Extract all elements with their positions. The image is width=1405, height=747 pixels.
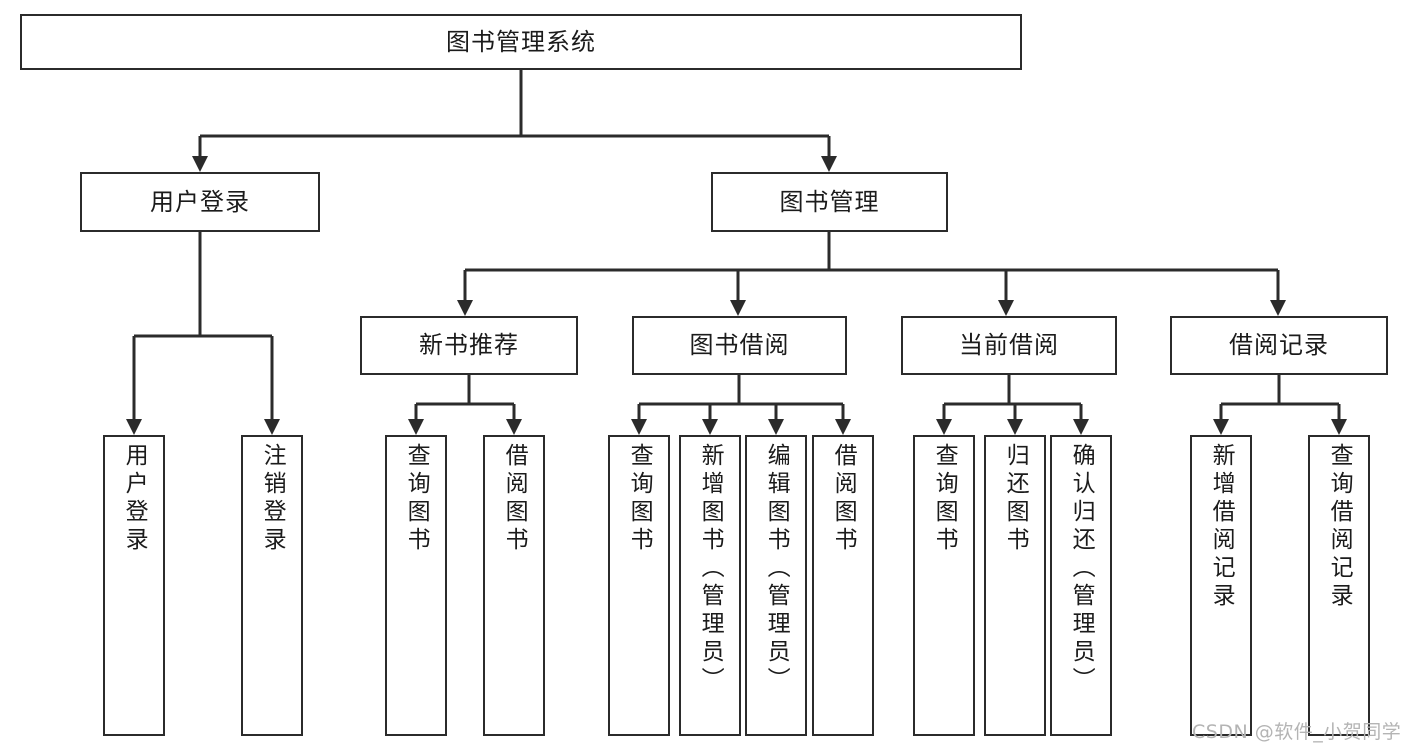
- conn-borrow-record-arrow-0-head: [1213, 419, 1229, 435]
- node-label-leaf-query-book-borrow: 查询图书: [626, 443, 653, 555]
- node-label-leaf-query-record: 查询借阅记录: [1326, 443, 1353, 611]
- node-root: 图书管理系统: [20, 14, 1022, 70]
- node-leaf-query-record: 查询借阅记录: [1308, 435, 1370, 736]
- node-label-leaf-query-book-cur: 查询图书: [931, 443, 958, 555]
- node-leaf-query-book-borrow: 查询图书: [608, 435, 670, 736]
- node-label-user-login: 用户登录: [150, 187, 250, 216]
- node-leaf-return-book: 归还图书: [984, 435, 1046, 736]
- conn-book-borrow-arrow-1-head: [702, 419, 718, 435]
- conn-current-borrow-arrow-2-head: [1073, 419, 1089, 435]
- node-leaf-add-book: 新增图书（管理员）: [679, 435, 741, 736]
- node-leaf-borrow-book-rec: 借阅图书: [483, 435, 545, 736]
- node-leaf-edit-book: 编辑图书（管理员）: [745, 435, 807, 736]
- node-leaf-query-book-rec: 查询图书: [385, 435, 447, 736]
- node-leaf-user-login: 用户登录: [103, 435, 165, 736]
- node-leaf-logout: 注销登录: [241, 435, 303, 736]
- node-label-root: 图书管理系统: [446, 27, 596, 56]
- node-label-leaf-query-book-rec: 查询图书: [403, 443, 430, 555]
- node-book-borrow: 图书借阅: [632, 316, 847, 375]
- node-label-current-borrow: 当前借阅: [959, 331, 1059, 360]
- node-borrow-record: 借阅记录: [1170, 316, 1388, 375]
- node-book-manage: 图书管理: [711, 172, 948, 232]
- conn-root-arrow-1-head: [821, 156, 837, 172]
- node-leaf-confirm-return: 确认归还（管理员）: [1050, 435, 1112, 736]
- conn-user-login-arrow-1-head: [264, 419, 280, 435]
- node-label-leaf-confirm-return: 确认归还（管理员）: [1068, 443, 1095, 695]
- node-leaf-borrow-book: 借阅图书: [812, 435, 874, 736]
- node-new-book-rec: 新书推荐: [360, 316, 578, 375]
- node-label-leaf-borrow-book: 借阅图书: [830, 443, 857, 555]
- conn-book-manage-arrow-0-head: [457, 300, 473, 316]
- conn-root-arrow-0-head: [192, 156, 208, 172]
- conn-book-manage-arrow-3-head: [1270, 300, 1286, 316]
- conn-new-book-rec-arrow-0-head: [408, 419, 424, 435]
- node-leaf-query-book-cur: 查询图书: [913, 435, 975, 736]
- node-user-login: 用户登录: [80, 172, 320, 232]
- node-label-leaf-borrow-book-rec: 借阅图书: [501, 443, 528, 555]
- node-label-leaf-edit-book: 编辑图书（管理员）: [763, 443, 790, 695]
- conn-book-borrow-arrow-3-head: [835, 419, 851, 435]
- conn-current-borrow-arrow-1-head: [1007, 419, 1023, 435]
- conn-book-manage-arrow-1-head: [730, 300, 746, 316]
- conn-borrow-record-arrow-1-head: [1331, 419, 1347, 435]
- node-label-leaf-return-book: 归还图书: [1002, 443, 1029, 555]
- conn-current-borrow-arrow-0-head: [936, 419, 952, 435]
- conn-book-borrow-arrow-2-head: [768, 419, 784, 435]
- node-label-leaf-user-login: 用户登录: [121, 443, 148, 555]
- node-current-borrow: 当前借阅: [901, 316, 1117, 375]
- node-label-leaf-add-record: 新增借阅记录: [1208, 443, 1235, 611]
- node-label-book-manage: 图书管理: [779, 187, 880, 216]
- node-leaf-add-record: 新增借阅记录: [1190, 435, 1252, 736]
- node-label-leaf-add-book: 新增图书（管理员）: [697, 443, 724, 695]
- conn-book-borrow-arrow-0-head: [631, 419, 647, 435]
- conn-user-login-arrow-0-head: [126, 419, 142, 435]
- node-label-borrow-record: 借阅记录: [1229, 331, 1329, 360]
- conn-new-book-rec-arrow-1-head: [506, 419, 522, 435]
- connector-group: [126, 70, 1347, 435]
- conn-book-manage-arrow-2-head: [998, 300, 1014, 316]
- node-label-book-borrow: 图书借阅: [689, 331, 790, 360]
- node-label-leaf-logout: 注销登录: [259, 443, 286, 555]
- node-label-new-book-rec: 新书推荐: [419, 331, 519, 360]
